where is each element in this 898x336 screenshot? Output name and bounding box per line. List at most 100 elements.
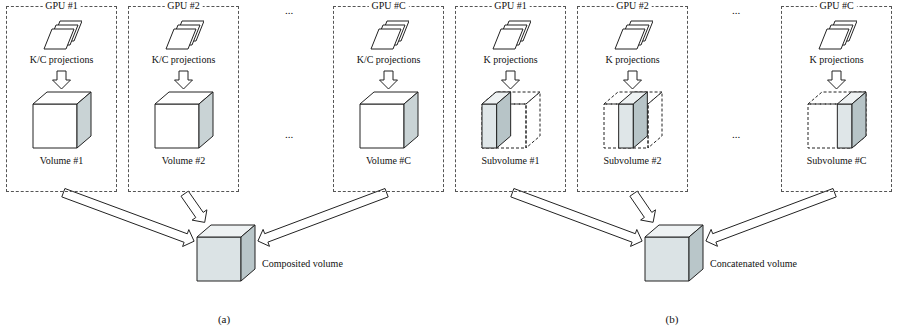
hollow-arrow xyxy=(53,71,71,89)
projection-stack-icon xyxy=(491,19,531,51)
hollow-arrow xyxy=(175,71,193,89)
node-label: K projections xyxy=(456,54,565,66)
cube-icon xyxy=(154,91,214,149)
cube-side xyxy=(526,92,540,148)
ellipsis-mark: ... xyxy=(285,128,293,141)
projection-sheet xyxy=(493,29,523,49)
volume-node: Subvolume #C xyxy=(782,91,891,175)
projection-stack-icon xyxy=(369,19,409,51)
gpu-box: GPU #2K/C projectionsVolume #2 xyxy=(128,6,239,192)
projection-sheet xyxy=(615,29,645,49)
result-volume: Concatenated volume xyxy=(644,224,704,282)
gpu-box: GPU #CK/C projectionsVolume #C xyxy=(333,6,444,192)
volume-node: Subvolume #2 xyxy=(578,91,687,175)
hollow-arrow xyxy=(706,189,836,247)
volume-node: Volume #2 xyxy=(129,91,238,175)
gpu-box: GPU #1K projectionsSubvolume #1 xyxy=(455,6,566,192)
projection-stack-icon xyxy=(817,19,857,51)
projection-set: K projections xyxy=(456,19,565,69)
cube-front xyxy=(197,237,241,281)
volume-node: Volume #C xyxy=(334,91,443,175)
cube-icon xyxy=(196,224,256,282)
node-label: K/C projections xyxy=(129,54,238,66)
cube-side xyxy=(404,92,418,148)
projection-sheet xyxy=(371,29,401,49)
node-label: K/C projections xyxy=(7,54,116,66)
cube-icon xyxy=(807,91,867,149)
node-label: K/C projections xyxy=(334,54,443,66)
volume-node: Volume #1 xyxy=(7,91,116,175)
slab-front xyxy=(619,104,634,148)
cube-front xyxy=(33,104,77,148)
projection-set: K/C projections xyxy=(334,19,443,69)
node-label: Subvolume #1 xyxy=(456,155,565,167)
ellipsis-mark: ... xyxy=(285,4,293,17)
projection-sheet xyxy=(44,29,74,49)
hollow-arrow xyxy=(630,191,656,222)
hollow-arrow xyxy=(828,71,846,89)
projection-set: K projections xyxy=(782,19,891,69)
panel-label: (a) xyxy=(218,313,230,326)
cube-side xyxy=(199,92,213,148)
node-label: Volume #2 xyxy=(129,155,238,167)
node-label: Subvolume #2 xyxy=(578,155,687,167)
cube-icon xyxy=(359,91,419,149)
ellipsis-mark: ... xyxy=(732,4,740,17)
gpu-box: GPU #1K/C projectionsVolume #1 xyxy=(6,6,117,192)
node-label: Volume #1 xyxy=(7,155,116,167)
gpu-heading: GPU #C xyxy=(816,0,856,12)
hollow-arrow xyxy=(511,189,642,247)
slab-front xyxy=(482,104,497,148)
cube-front xyxy=(155,104,199,148)
hollow-arrow xyxy=(258,189,388,247)
slab-side xyxy=(497,92,511,148)
node-label: Volume #C xyxy=(334,155,443,167)
gpu-heading: GPU #1 xyxy=(42,0,81,12)
gpu-heading: GPU #2 xyxy=(164,0,203,12)
hollow-arrow xyxy=(624,71,642,89)
projection-stack-icon xyxy=(164,19,204,51)
projection-set: K/C projections xyxy=(7,19,116,69)
gpu-box: GPU #CK projectionsSubvolume #C xyxy=(781,6,892,192)
cube-side xyxy=(689,225,703,281)
cube-front xyxy=(645,237,689,281)
cube-side xyxy=(648,92,662,148)
slab-side xyxy=(633,92,647,148)
cube-icon xyxy=(32,91,92,149)
cube-front xyxy=(360,104,404,148)
hollow-arrow xyxy=(380,71,398,89)
cube-side xyxy=(77,92,91,148)
hollow-arrow xyxy=(502,71,520,89)
result-volume: Composited volume xyxy=(196,224,256,282)
projection-set: K projections xyxy=(578,19,687,69)
cube-icon xyxy=(481,91,541,149)
projection-sheet xyxy=(819,29,849,49)
node-label: K projections xyxy=(578,54,687,66)
slab-side xyxy=(852,92,866,148)
slab-front xyxy=(837,104,852,148)
gpu-box: GPU #2K projectionsSubvolume #2 xyxy=(577,6,688,192)
cube-icon xyxy=(603,91,663,149)
node-label: Composited volume xyxy=(262,258,343,270)
node-label: K projections xyxy=(782,54,891,66)
ellipsis-mark: ... xyxy=(732,128,740,141)
cube-front xyxy=(808,104,852,148)
hollow-arrow xyxy=(181,191,207,222)
gpu-heading: GPU #2 xyxy=(613,0,652,12)
volume-node: Subvolume #1 xyxy=(456,91,565,175)
cube-top xyxy=(604,92,662,104)
projection-sheet xyxy=(166,29,196,49)
panel-label: (b) xyxy=(666,313,679,326)
gpu-heading: GPU #C xyxy=(368,0,408,12)
cube-side xyxy=(241,225,255,281)
projection-set: K/C projections xyxy=(129,19,238,69)
cube-icon xyxy=(644,224,704,282)
projection-stack-icon xyxy=(42,19,82,51)
node-label: Concatenated volume xyxy=(710,258,797,270)
hollow-arrow xyxy=(62,189,194,247)
projection-stack-icon xyxy=(613,19,653,51)
gpu-heading: GPU #1 xyxy=(491,0,530,12)
